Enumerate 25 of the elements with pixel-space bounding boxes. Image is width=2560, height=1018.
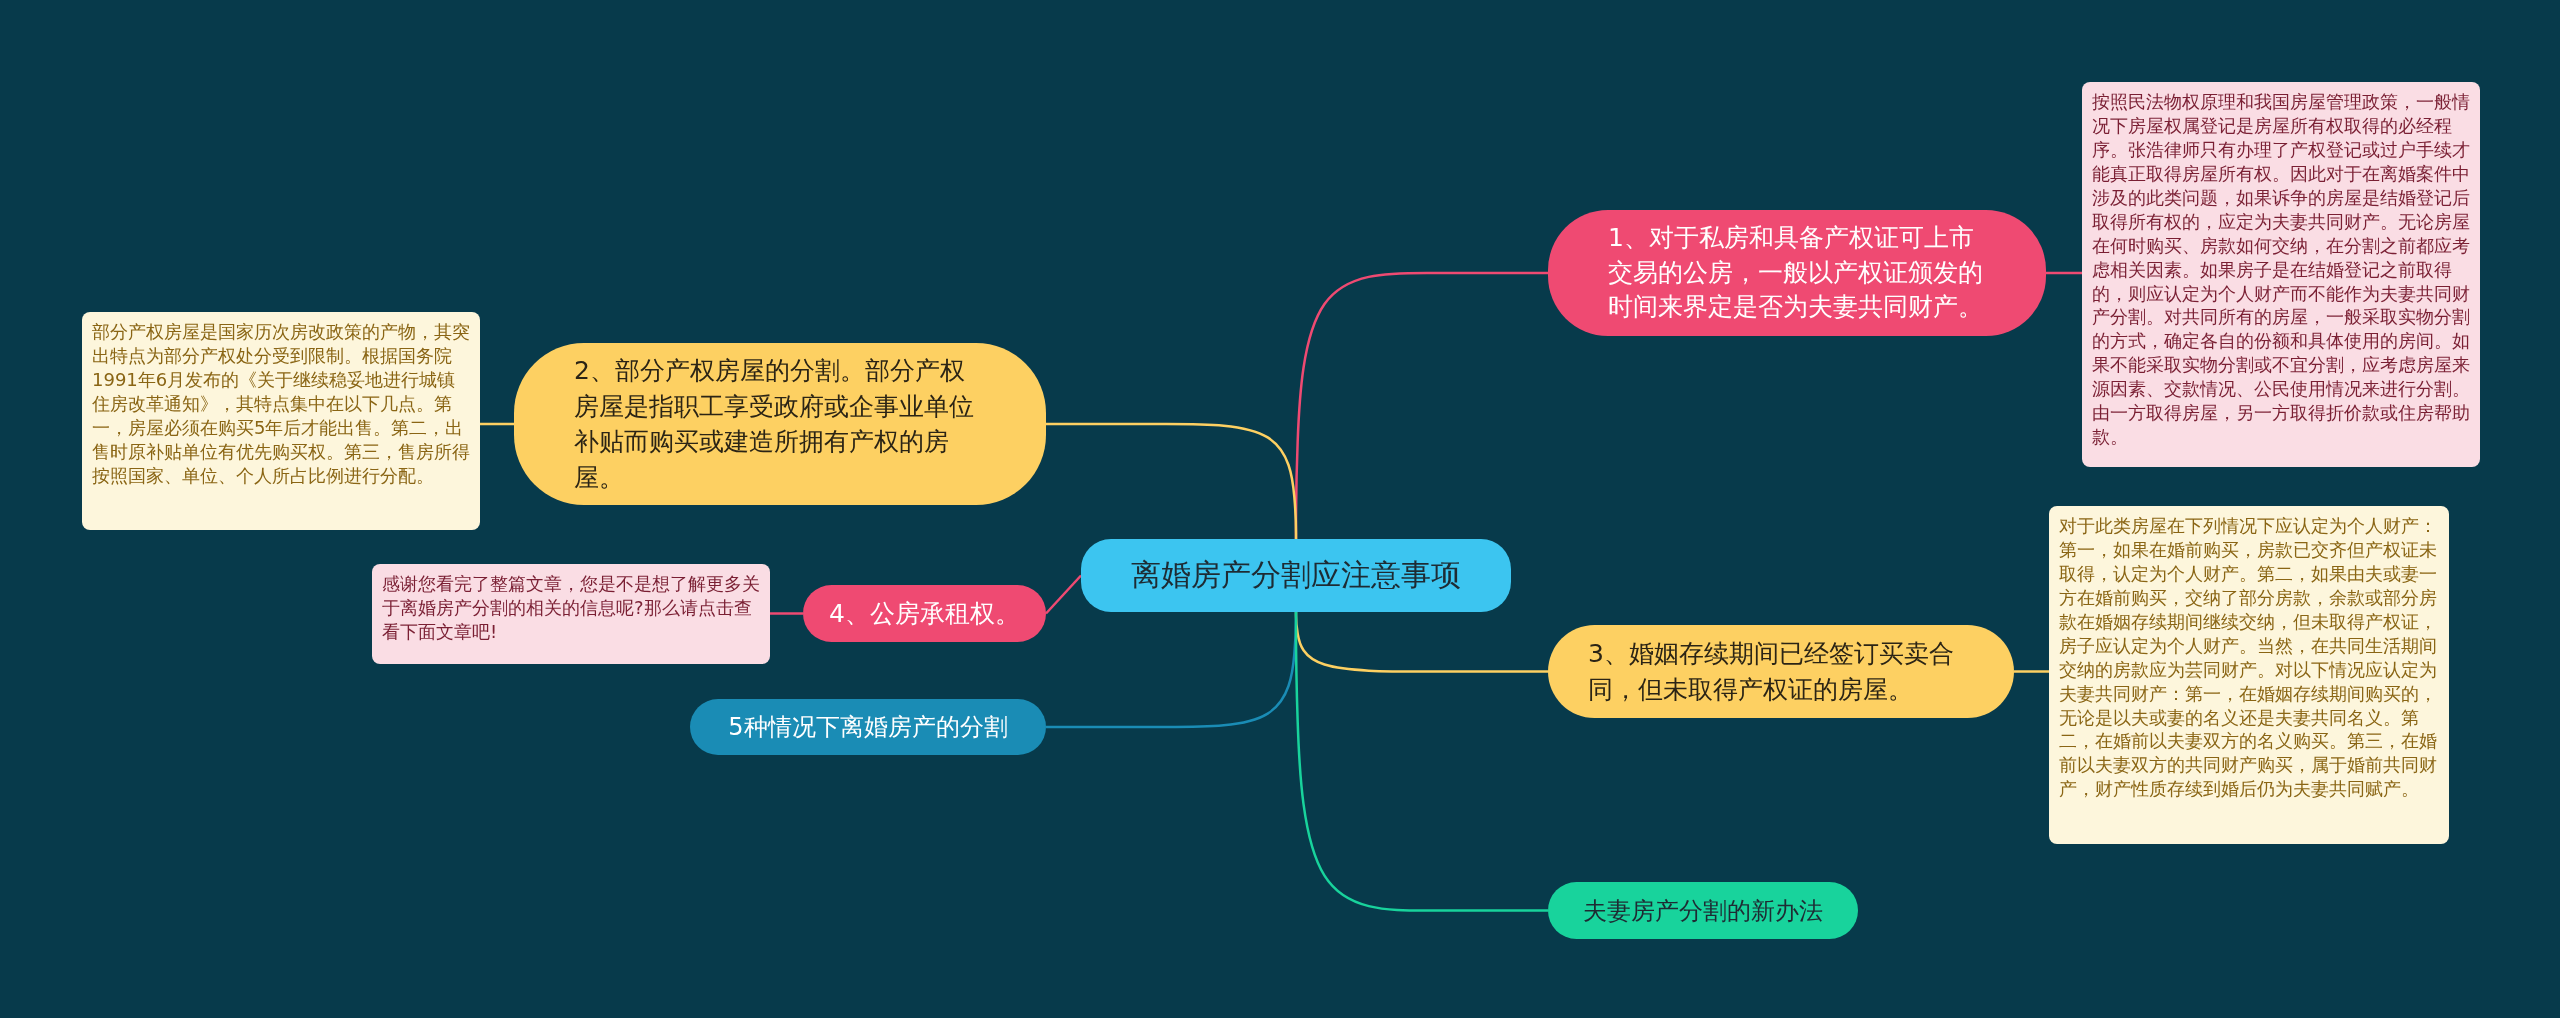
branch-pill <box>803 585 1046 642</box>
node-text: 3、婚姻存续期间已经签订买卖合同，但未取得产权证的房屋。 <box>1588 638 1955 706</box>
node-text: 2、部分产权房屋的分割。部分产权房屋是指职工享受政府或企事业单位补贴而购买或建造所拥有产权的房屋。 <box>574 355 975 494</box>
node-text: 1、对于私房和具备产权证可上市交易的公房，一般以产权证颁发的时间来界定是否为夫妻共同财产。 <box>1608 222 1984 324</box>
connector-line <box>2014 670 2049 673</box>
connector-line <box>480 422 514 426</box>
node-text: 离婚房产分割应注意事项 <box>1131 556 1461 594</box>
connector-line <box>1294 612 1548 912</box>
node-text: 对于此类房屋在下列情况下应认定为个人财产：第一，如果在婚前购买，房款已交齐但产权证未取得，认定为个人财产。第二，如果由夫或妻一方在婚前购买，交纳了部分房款，余款或部分房款在婚姻存续期间继续交纳，但未取得产权证，房子应认定为个人财产。当然，在共同生活期间交纳的房款应为芸同财产。对以下情况应认定为夫妻共同财产：第一，在婚姻存续期间购买的，无论是以夫或妻的名义还是夫妻共同名义。第二，在婚前以夫妻双方的名义购买。第三，在婚前以夫妻双方的共同财产购买，属于婚前共同财产，财产性质存续到婚后仍为夫妻共同赋产。 <box>2059 514 2438 802</box>
node-text: 5种情况下离婚房产的分割 <box>728 712 1008 743</box>
note-card <box>2049 506 2449 844</box>
node-text: 按照民法物权原理和我国房屋管理政策，一般情况下房屋权属登记是房屋所有权取得的必经程序。张浩律师只有办理了产权登记或过户手续才能真正取得房屋所有权。因此对于在离婚案件中涉及的此类问题，如果诉争的房屋是结婚登记后取得所有权的，应定为夫妻共同财产。无论房屋在何时购买、房款如何交纳，在分割之前都应考虑相关因素。如果房子是在结婚登记之前取得的，则应认定为个人财产而不能作为夫妻共同财产分割。对共同所有的房屋，一般采取实物分割的方式，确定各自的份额和具体使用的房间。如果不能采取实物分割或不宜分割，应考虑房屋来源因素、交款情况、公民使用情况来进行分割。由一方取得房屋，另一方取得折价款或住房帮助款。 <box>2092 90 2470 450</box>
node-text: 夫妻房产分割的新办法 <box>1583 895 1823 927</box>
branch-pill <box>690 699 1046 755</box>
node-text: 感谢您看完了整篇文章，您是不是想了解更多关于离婚房产分割的相关的信息呢?那么请点击查看下面文章吧! <box>382 572 760 644</box>
branch-pill <box>1548 882 1858 939</box>
node-text: 4、公房承租权。 <box>829 598 1020 630</box>
note-card <box>372 564 770 664</box>
connector-line <box>770 612 803 615</box>
note-card <box>82 312 480 530</box>
node-text: 部分产权房屋是国家历次房改政策的产物，其突出特点为部分产权处分受到限制。根据国务院1991年6月发布的《关于继续稳妥地进行城镇住房改革通知》，其特点集中在以下几点。第一，房屋必须在购买5年后才能出售。第二，出售时原补贴单位有优先购买权。第三，售房所得按照国家、单位、个人所占比例进行分配。 <box>92 320 470 488</box>
topic-pill <box>1081 539 1511 612</box>
connector-line <box>1046 422 1298 539</box>
connector-line <box>2046 271 2082 275</box>
connector-line <box>1045 574 1082 615</box>
